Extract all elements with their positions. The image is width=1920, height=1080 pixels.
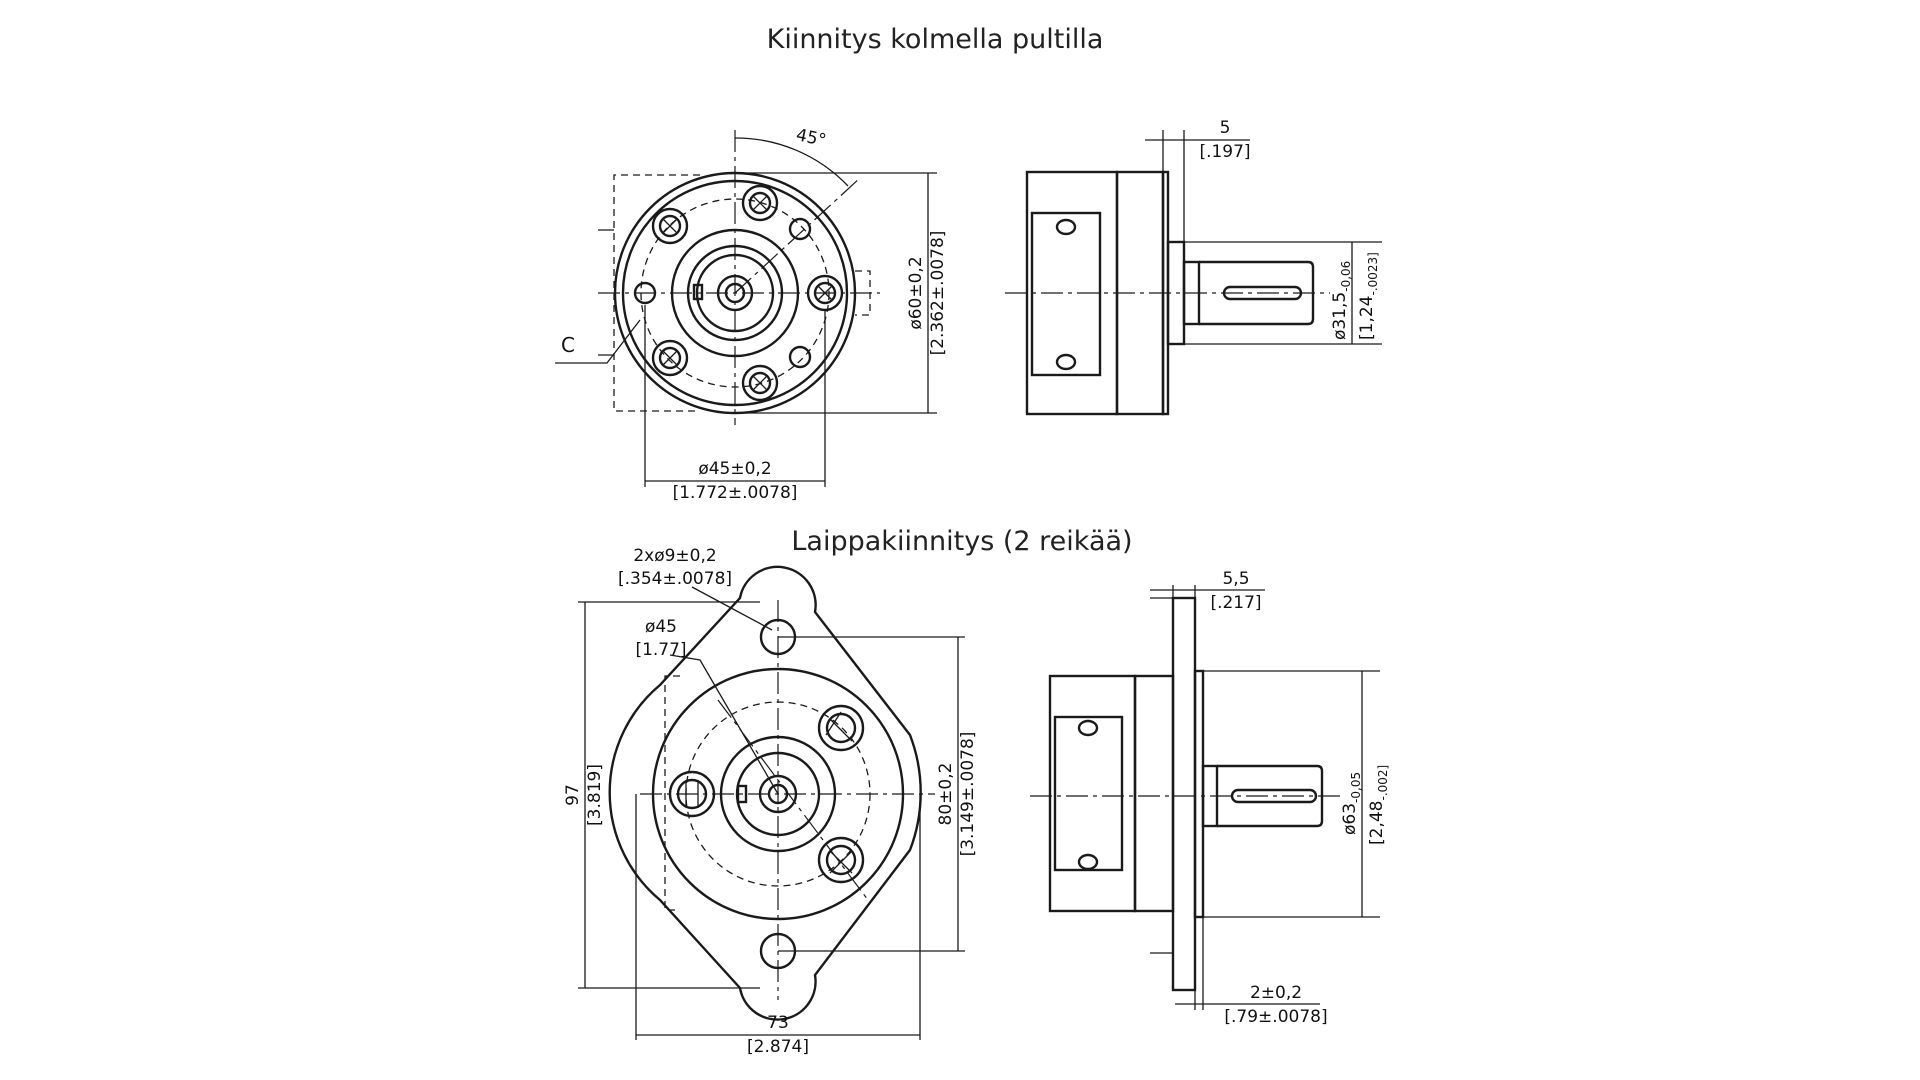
pilot-mm-bottom: ø45 xyxy=(645,617,677,637)
dimension-offset-bottom xyxy=(1150,585,1265,671)
bolt-circle-mm: ø45±0,2 xyxy=(698,459,771,479)
angle-label: 45° xyxy=(794,125,828,151)
height-in: [3.819] xyxy=(585,764,605,826)
angle-arc xyxy=(734,137,849,187)
dimension-width xyxy=(635,794,921,1040)
dimension-hole-spacing xyxy=(778,636,965,952)
dimension-shaft-top xyxy=(1184,241,1382,345)
shaft-mm-bottom: ø63-0,05 xyxy=(1340,772,1363,835)
bolt-circle-in: [1.772±.0078] xyxy=(673,483,798,503)
dimension-pilot xyxy=(740,172,937,414)
bolt-head xyxy=(817,704,865,752)
bolt-head xyxy=(817,836,865,884)
offset-mm-top: 5 xyxy=(1220,118,1231,138)
pilot-in-bottom: [1.77] xyxy=(635,640,686,660)
width-in: [2.874] xyxy=(747,1037,809,1057)
width-mm: 73 xyxy=(767,1013,789,1033)
dimension-height xyxy=(578,601,760,989)
shaft-in-bottom: [2,48-.002] xyxy=(1367,765,1390,845)
offset-in-bottom: [.217] xyxy=(1210,593,1261,613)
holes-mm: 2xø9±0,2 xyxy=(633,546,716,566)
height-mm: 97 xyxy=(563,784,583,806)
flange-mm: 2±0,2 xyxy=(1250,983,1302,1003)
bolt-head xyxy=(741,184,779,222)
bottom-front-view xyxy=(608,565,935,1021)
dimension-shaft-bottom xyxy=(1203,670,1380,918)
label-c-leader xyxy=(555,319,641,364)
shaft-mm-top: ø31,5-0,06 xyxy=(1330,261,1353,340)
bolt-head xyxy=(651,339,689,377)
top-side-view xyxy=(1005,170,1330,416)
bolt-head xyxy=(651,207,689,245)
pilot-in: [2.362±.0078] xyxy=(928,231,948,356)
shaft-in-top: [1,24-.0023] xyxy=(1357,252,1380,340)
flange-in: [.79±.0078] xyxy=(1224,1007,1327,1027)
title-top: Kiinnitys kolmella pultilla xyxy=(767,24,1104,55)
bottom-side-view xyxy=(1030,596,1340,992)
title-bottom: Laippakiinnitys (2 reikää) xyxy=(791,526,1132,557)
top-front-view xyxy=(598,130,880,425)
dimension-flange xyxy=(1175,917,1320,1010)
dimension-offset-top xyxy=(1145,130,1250,242)
hole-spacing-in: [3.149±.0078] xyxy=(958,732,978,857)
holes-in: [.354±.0078] xyxy=(618,569,732,589)
offset-mm-bottom: 5,5 xyxy=(1222,569,1249,589)
label-c: C xyxy=(561,333,575,357)
hole-spacing-mm: 80±0,2 xyxy=(936,763,956,826)
dimension-bolt-circle xyxy=(644,305,826,487)
bolt-head xyxy=(741,364,779,402)
pilot-mm: ø60±0,2 xyxy=(906,256,926,329)
offset-in-top: [.197] xyxy=(1199,142,1250,162)
